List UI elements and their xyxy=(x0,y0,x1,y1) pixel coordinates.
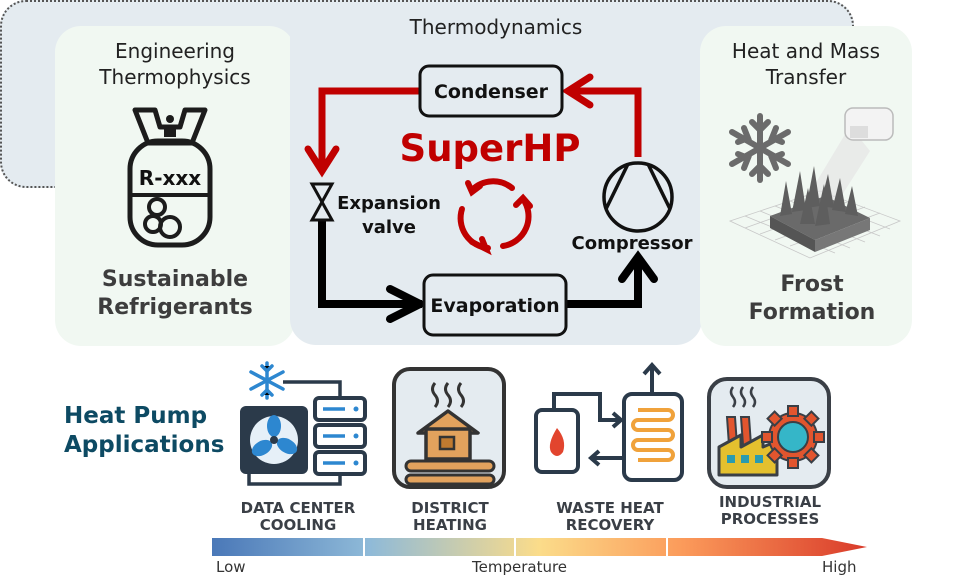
title-line: Engineering xyxy=(115,39,235,63)
temperature-axis-label: Temperature xyxy=(472,558,568,576)
panel-subtitle: Sustainable Refrigerants xyxy=(55,266,295,322)
title-line: Applications xyxy=(64,432,225,458)
superhp-title: SuperHP xyxy=(400,127,581,170)
valve-to-evaporator-pipe xyxy=(318,219,422,308)
label-line: DISTRICT xyxy=(411,499,489,517)
panel-title: Engineering Thermophysics xyxy=(55,38,295,90)
label-line: DATA CENTER xyxy=(240,499,356,517)
district-heating-icon xyxy=(392,367,506,489)
evaporator-to-compressor-pipe xyxy=(565,257,642,308)
subtitle-line: Refrigerants xyxy=(97,295,253,320)
engineering-thermophysics-panel xyxy=(55,26,295,346)
arrow-left-icon xyxy=(561,73,594,109)
arrow-up-icon xyxy=(618,250,658,283)
panel-title: Heat and Mass Transfer xyxy=(700,38,912,90)
compressor-icon xyxy=(602,161,674,233)
label-line: WASTE HEAT xyxy=(556,499,664,517)
heat-pump-cycle-diagram: Condenser Evaporation Expansion valve Co… xyxy=(304,64,693,337)
arrow-down-icon xyxy=(304,145,340,178)
expansion-valve-label: valve xyxy=(362,217,416,238)
cycle-arrows-icon xyxy=(457,178,533,256)
refrigerant-cylinder-icon: R-xxx xyxy=(127,107,213,248)
subtitle-line: Formation xyxy=(748,300,876,325)
compressor-label: Compressor xyxy=(572,233,693,254)
title-line: Heat and Mass xyxy=(731,39,881,63)
evaporation-label: Evaporation xyxy=(430,295,559,317)
data-center-icon xyxy=(240,361,367,486)
evaporator-box xyxy=(422,273,568,337)
subtitle-line: Frost xyxy=(780,272,844,297)
app-label-district-heating: DISTRICT HEATING xyxy=(380,500,520,534)
title-line: Heat Pump xyxy=(64,403,208,429)
waste-heat-icon xyxy=(534,361,684,482)
title-line: Transfer xyxy=(765,65,847,89)
expansion-valve-label: Expansion xyxy=(337,193,441,214)
condenser-box xyxy=(418,64,564,118)
label-line: RECOVERY xyxy=(565,516,655,534)
subtitle-line: Sustainable xyxy=(101,267,249,292)
app-label-industrial: INDUSTRIAL PROCESSES xyxy=(700,494,840,528)
app-label-waste-heat: WASTE HEAT RECOVERY xyxy=(540,500,680,534)
compressor-to-condenser-pipe xyxy=(570,87,642,157)
frost-formation-icon xyxy=(728,107,902,259)
label-line: COOLING xyxy=(259,516,337,534)
expansion-valve-icon xyxy=(309,182,335,206)
condenser-label: Condenser xyxy=(434,81,549,103)
label-line: PROCESSES xyxy=(720,510,820,528)
condenser-to-valve-pipe xyxy=(318,87,420,169)
title-line: Thermophysics xyxy=(99,65,251,89)
app-label-data-center: DATA CENTER COOLING xyxy=(228,500,368,534)
applications-title: Heat Pump Applications xyxy=(64,402,224,460)
label-line: HEATING xyxy=(413,516,487,534)
industrial-icon xyxy=(707,377,831,489)
temperature-gradient-bar xyxy=(212,538,867,556)
panel-subtitle: Frost Formation xyxy=(700,271,924,327)
label-line: INDUSTRIAL xyxy=(718,493,822,511)
temperature-high-label: High xyxy=(822,558,857,576)
snowflake-icon xyxy=(729,113,791,183)
arrow-right-icon xyxy=(386,285,429,323)
panel-title: Thermodynamics xyxy=(409,15,583,39)
temperature-low-label: Low xyxy=(216,558,246,576)
heat-mass-transfer-panel xyxy=(700,26,912,346)
cylinder-label: R-xxx xyxy=(139,166,202,190)
